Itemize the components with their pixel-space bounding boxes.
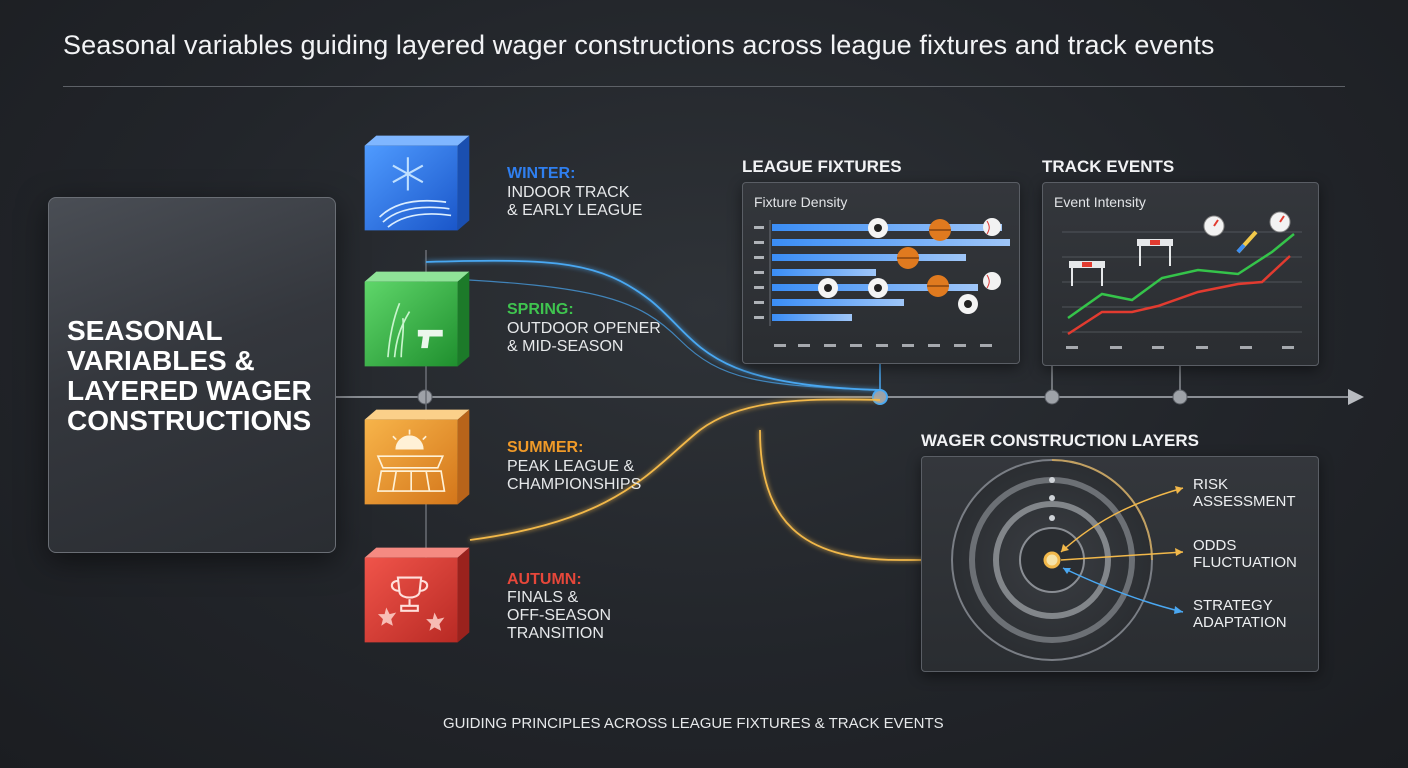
risk-connector [1060,487,1184,553]
sun-stadium-icon [376,429,446,492]
summer-desc-line: CHAMPIONSHIPS [507,476,642,493]
timeline-arrow-icon [1348,389,1364,405]
layer-label-line: RISK [1193,476,1229,493]
fixture-density-graphic [754,218,1010,347]
summer-title: SUMMER: [507,439,584,456]
odds-connector [759,429,1052,561]
red-series-line [1067,255,1291,336]
trophy-icon [390,576,429,612]
page-title: Seasonal variables guiding layered wager… [63,30,1215,60]
summer-connector [469,398,881,541]
winter-desc-line: INDOOR TRACK [507,184,630,201]
odds-connector-line [1060,551,1184,561]
winter-cube [364,135,470,231]
fixture-bar [772,299,904,306]
month-tick-marks [1066,346,1294,349]
autumn-title: AUTUMN: [507,571,582,588]
timeline-node [1172,389,1188,405]
hurdle-icon [1069,239,1173,286]
spring-title: SPRING: [507,301,574,318]
timeline-node [1044,389,1060,405]
fixture-density-label: Fixture Density [754,194,848,210]
risk-assessment-label: RISK ASSESSMENT [1193,476,1296,510]
layer-label-line: ADAPTATION [1193,614,1287,631]
odds-fluctuation-label: ODDS FLUCTUATION [1193,537,1297,571]
basketball-icon [897,219,951,297]
wager-rings-graphic [951,459,1184,661]
winter-title: WINTER: [507,165,576,182]
autumn-desc-line: OFF-SEASON [507,607,612,624]
starter-pistol-icon [417,329,443,349]
league-fixtures-heading: LEAGUE FIXTURES [742,157,902,176]
winter-desc-line: & EARLY LEAGUE [507,202,643,219]
layer-label-line: ODDS [1193,537,1237,554]
grass-icon [387,302,411,358]
summer-cube [364,409,470,505]
center-node [1043,551,1061,569]
footer-caption: GUIDING PRINCIPLES ACROSS LEAGUE FIXTURE… [443,715,944,732]
event-intensity-label: Event Intensity [1054,194,1146,210]
timeline-node [872,389,888,405]
winter-connector [425,259,881,391]
strategy-connector [1062,567,1184,613]
event-intensity-graphic [1062,211,1302,349]
spring-cube [364,271,470,367]
inner-ring [993,501,1111,619]
autumn-desc-line: FINALS & [507,589,579,606]
soccer-ball-icon [818,218,978,314]
wager-layers-heading: WAGER CONSTRUCTION LAYERS [921,431,1200,450]
fixture-bar [772,269,876,276]
timeline-node [417,389,433,405]
spring-desc-line: OUTDOOR OPENER [507,320,661,337]
snowflake-icon [392,157,424,191]
layer-label-line: FLUCTUATION [1193,554,1297,571]
green-series-line [1067,233,1295,320]
fixture-bar [772,254,966,261]
baseball-icon [983,218,1001,290]
title-divider [63,86,1345,87]
month-tick-marks [774,344,992,347]
layer-label-line: STRATEGY [1193,597,1273,614]
fixture-bar [772,314,852,321]
strategy-adaptation-label: STRATEGY ADAPTATION [1193,597,1287,631]
autumn-cube [364,547,470,643]
track-events-heading: TRACK EVENTS [1042,157,1175,176]
summer-desc-line: PEAK LEAGUE & [507,458,635,475]
autumn-desc-line: TRANSITION [507,625,604,642]
fixture-bar [772,239,1010,246]
main-summary-card [48,197,336,553]
main-card-title: SEASONAL VARIABLES & LAYERED WAGER CONST… [67,315,312,436]
layer-label-line: ASSESSMENT [1193,493,1296,510]
spring-desc-line: & MID-SEASON [507,338,624,355]
maple-leaf-icon [377,607,445,631]
stopwatch-icon [1203,211,1291,237]
